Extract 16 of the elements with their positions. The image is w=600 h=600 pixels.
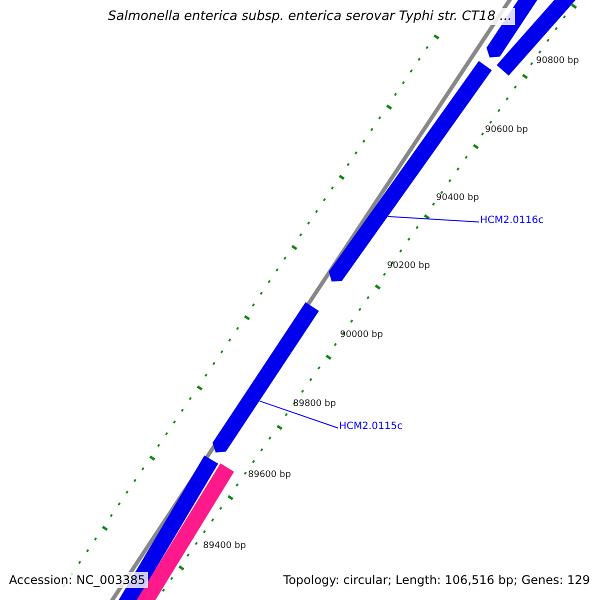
position-label: 90000 bp: [340, 330, 383, 340]
position-label: 90400 bp: [436, 193, 479, 203]
leader-line: [388, 216, 480, 222]
position-label: 90800 bp: [536, 56, 579, 66]
summary-text: Topology: circular; Length: 106,516 bp; Genes: 129: [283, 573, 590, 587]
accession-text: Accession: NC_003385: [6, 572, 148, 588]
gene-label: HCM2.0116c: [480, 215, 544, 226]
gene-label: HCM2.0115c: [339, 421, 403, 432]
position-label: 89400 bp: [203, 541, 246, 551]
title: Salmonella enterica subsp. enterica serovar Typhi str. CT18 ...: [105, 8, 515, 25]
position-label: 90200 bp: [387, 261, 430, 271]
gene-feature: [212, 302, 319, 453]
position-label: 89600 bp: [248, 470, 291, 480]
position-label: 90600 bp: [485, 125, 528, 135]
leader-line: [259, 400, 338, 428]
position-label: 89800 bp: [293, 399, 336, 409]
